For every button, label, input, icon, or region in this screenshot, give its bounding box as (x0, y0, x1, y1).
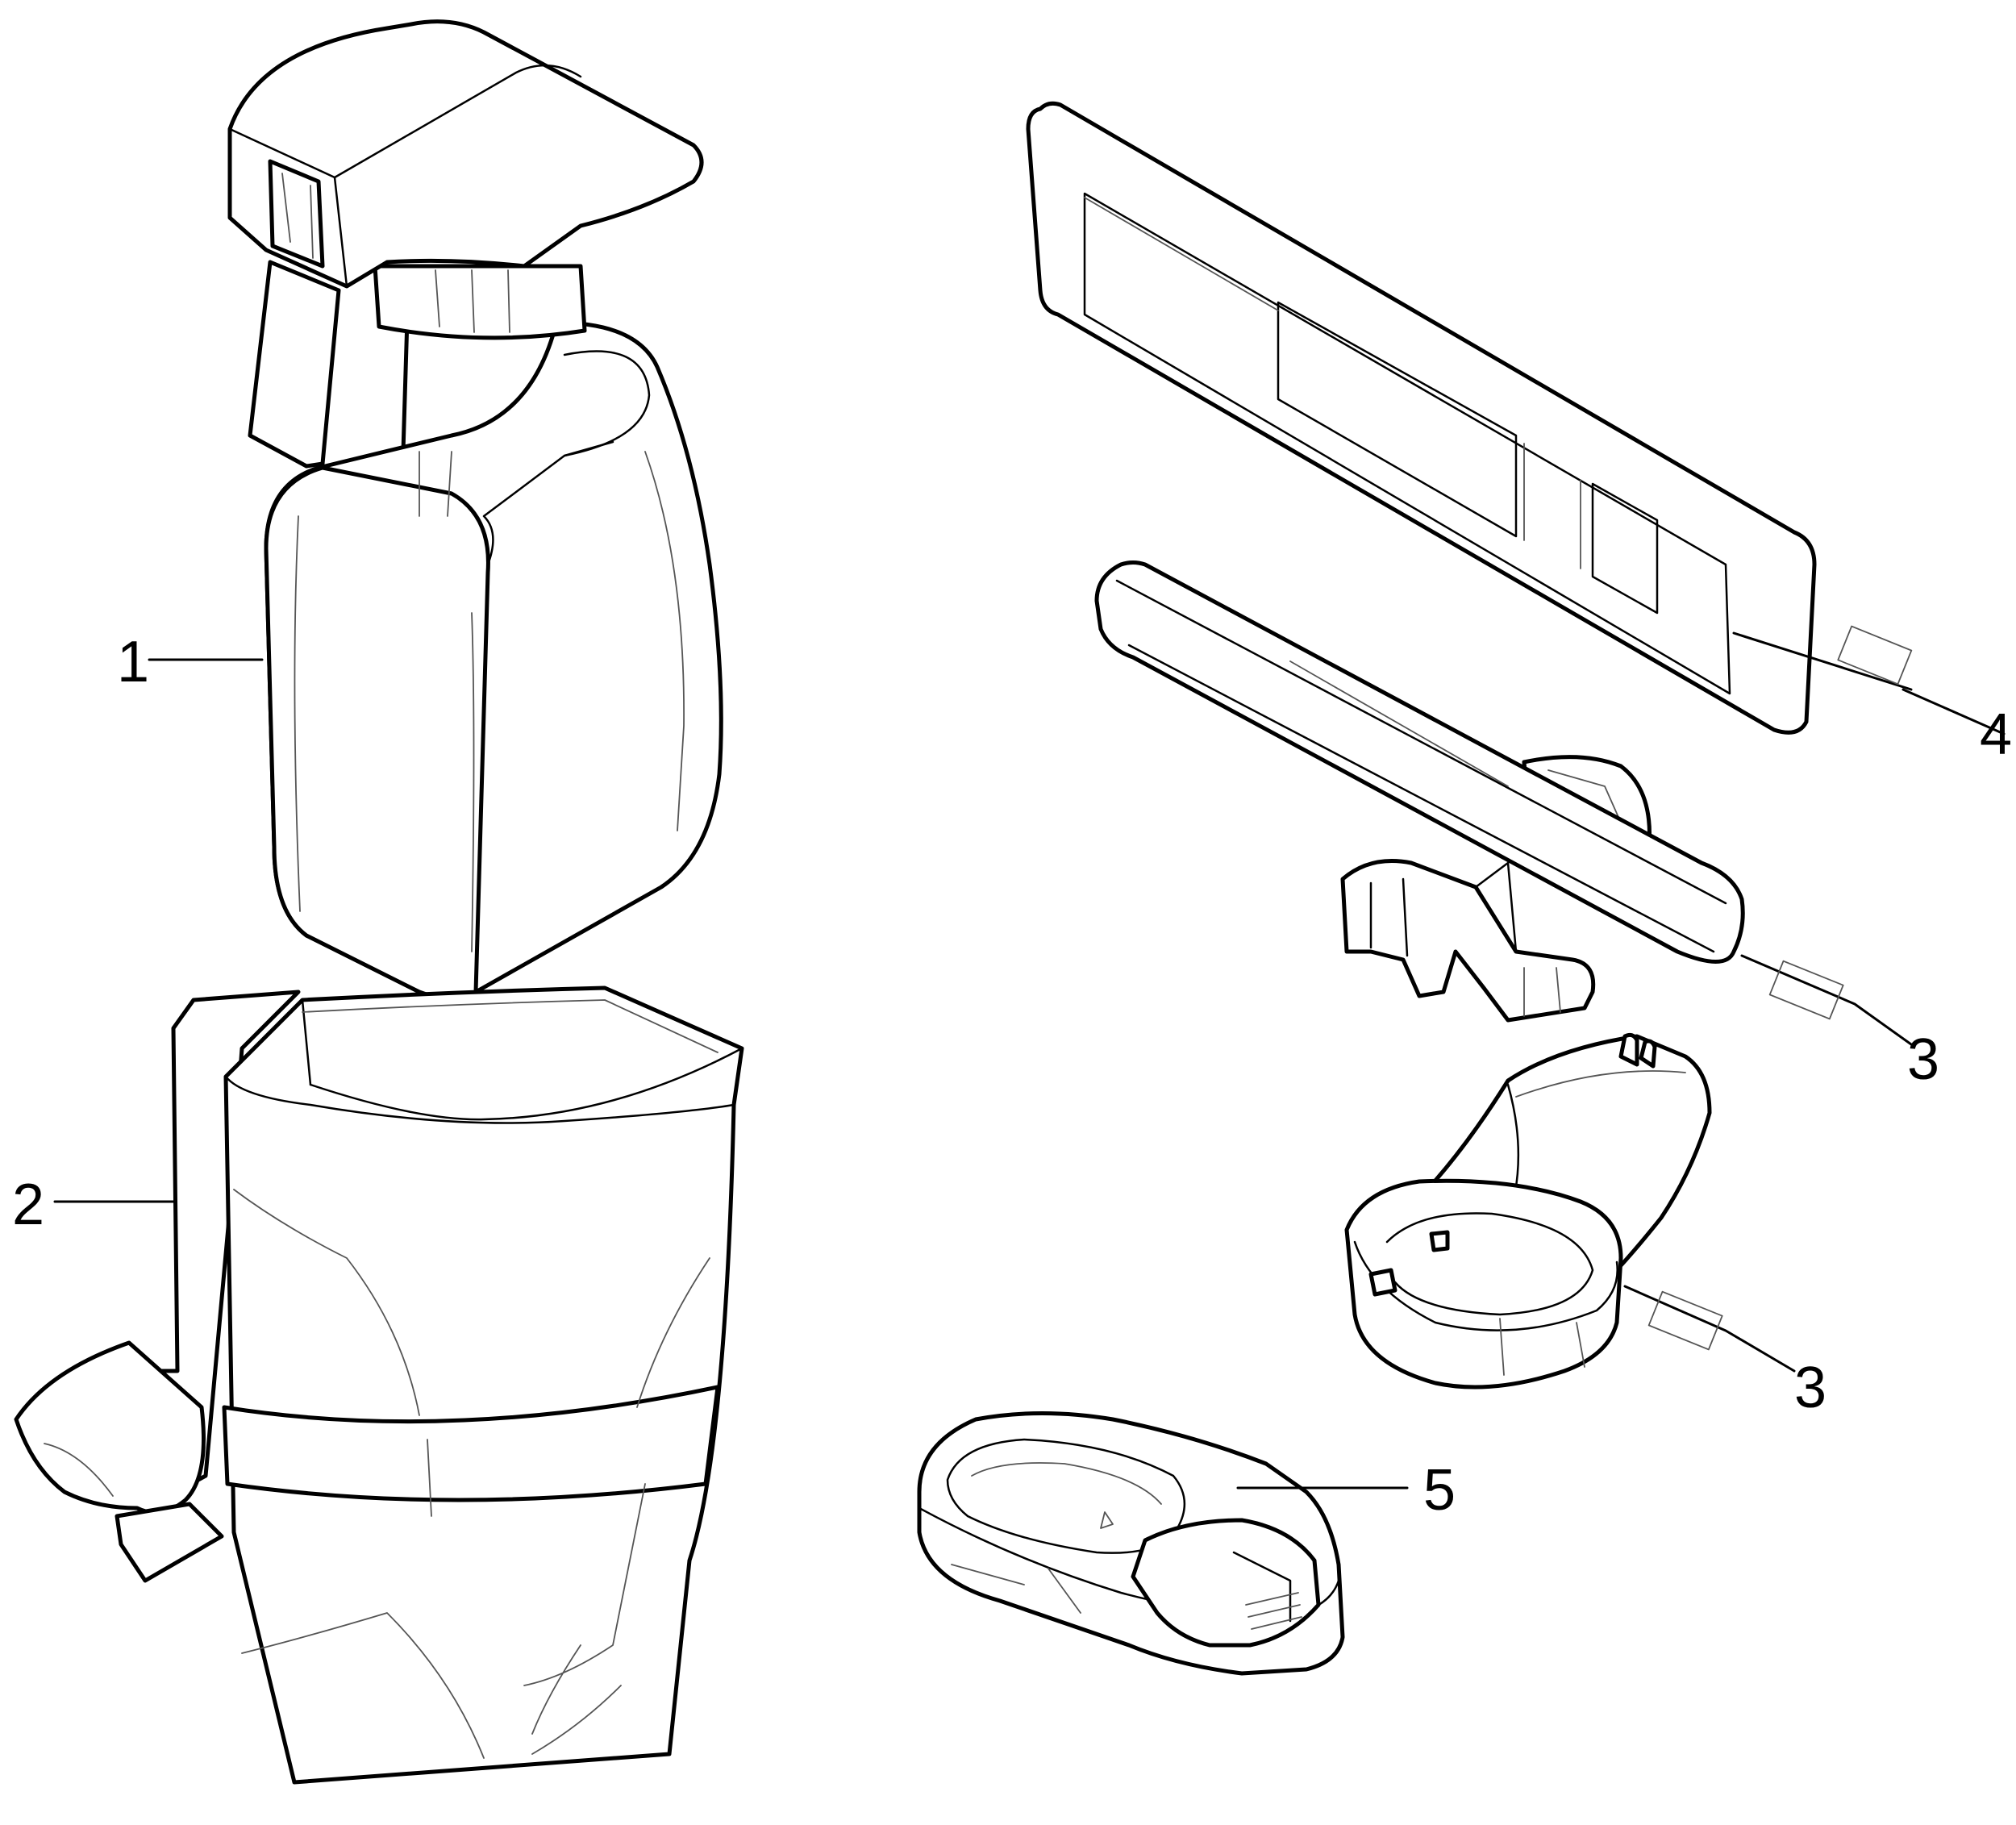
callout-label-3b: 3 (1794, 1356, 1826, 1420)
callout-label-3a: 3 (1907, 1027, 1939, 1092)
spray-bottle (227, 19, 723, 1000)
leader-3b (1623, 1285, 1796, 1373)
leader-lines (53, 625, 2006, 1490)
cap-ring (1344, 1032, 1712, 1390)
wiper-blade (1094, 560, 1745, 1023)
microfiber-cloth (1026, 101, 1817, 735)
callout-labels: 1 2 3 3 4 5 (12, 630, 2012, 1523)
callout-label-4: 4 (1980, 702, 2012, 767)
leader-3b-tag (1647, 1290, 1723, 1351)
pouch (14, 985, 744, 1785)
leader-3a (1740, 954, 1913, 1046)
callout-label-1: 1 (117, 630, 149, 694)
callout-label-2: 2 (12, 1173, 44, 1237)
leader-3a-tag (1768, 960, 1844, 1020)
leader-4 (1732, 631, 2006, 735)
callout-label-5: 5 (1423, 1458, 1456, 1523)
charging-base (917, 1411, 1345, 1676)
leader-4-tag (1837, 625, 1913, 685)
